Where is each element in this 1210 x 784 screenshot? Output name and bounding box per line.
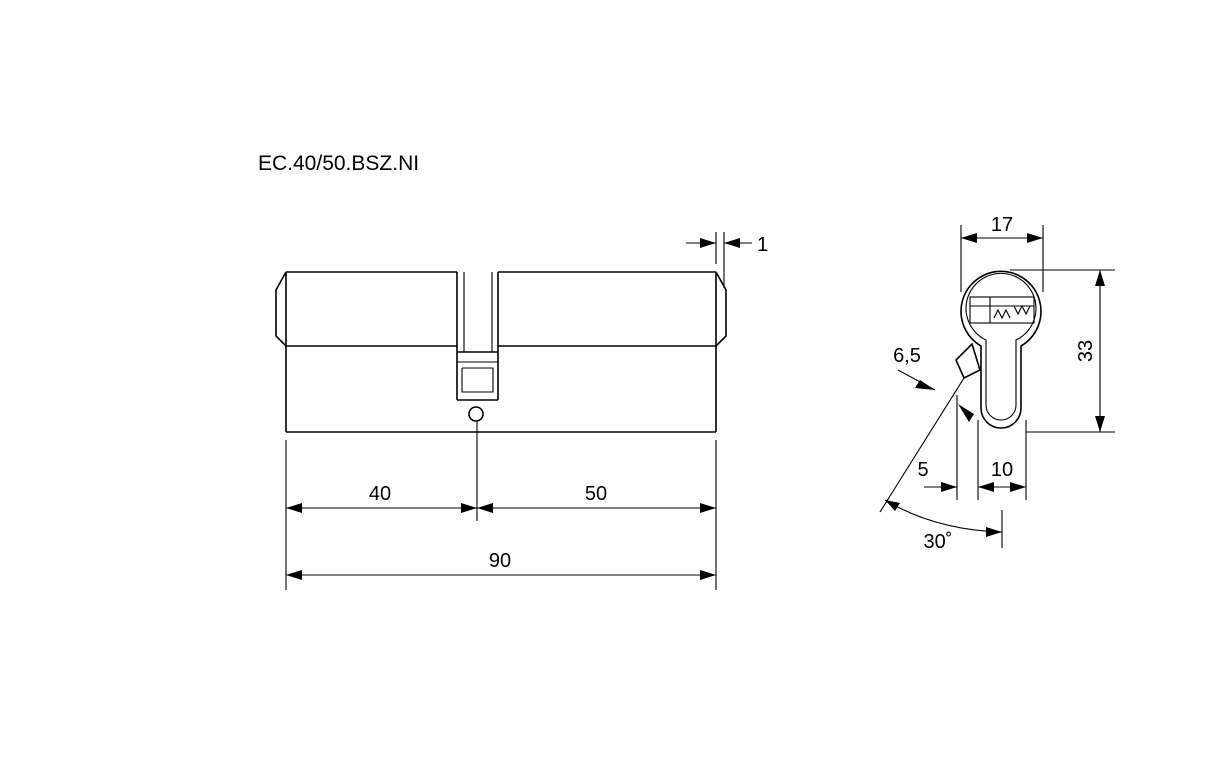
side-view-dimensions: 40 50 90 1 — [285, 232, 768, 590]
dim-50-label: 50 — [585, 483, 607, 505]
dim-33-label: 33 — [1075, 340, 1097, 362]
keyway-pins-b — [1013, 304, 1031, 316]
dim-40-label: 40 — [369, 483, 391, 505]
dim-30-label: 30˚ — [924, 531, 953, 553]
cam-centre-line — [879, 377, 965, 513]
cylinder-side-view — [275, 271, 727, 521]
keyway-box — [969, 296, 1035, 324]
dim-1-label: 1 — [757, 234, 768, 256]
dim-90-label: 90 — [489, 550, 511, 572]
cylinder-front-view — [955, 270, 1042, 429]
front-view-dimensions: 17 33 5 10 6,5 30˚ — [879, 214, 1115, 553]
dim-17-label: 17 — [991, 214, 1013, 236]
dim-10-label: 10 — [991, 459, 1013, 481]
keyway-pins — [993, 308, 1011, 320]
profile-inner-outline — [965, 272, 1037, 421]
right-end-chamfer — [715, 271, 727, 347]
left-end-chamfer — [275, 271, 287, 347]
cam-profile — [955, 342, 981, 380]
part-number-title: EC.40/50.BSZ.NI — [258, 152, 419, 175]
cam-inner — [461, 367, 494, 393]
dim-5-label: 5 — [917, 459, 928, 481]
dim-6-5-label: 6,5 — [893, 345, 921, 367]
fixing-screw-hole — [468, 406, 484, 422]
dim-arc-30 — [884, 499, 1003, 533]
profile-outline — [960, 270, 1042, 429]
